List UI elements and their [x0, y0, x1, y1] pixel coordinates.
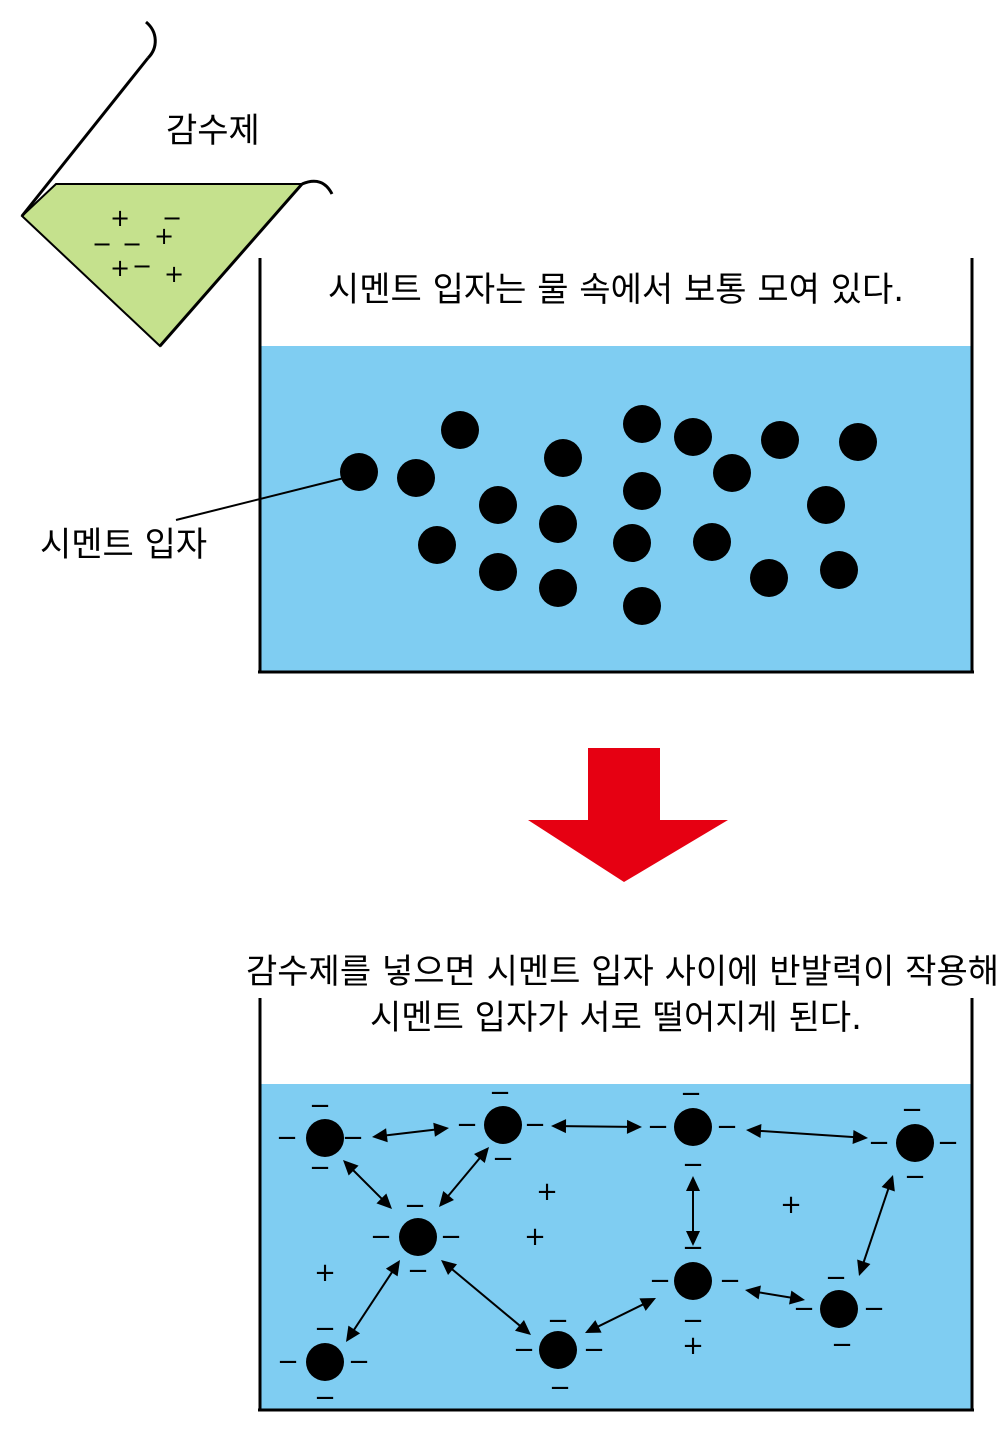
minus-sign: − [524, 1110, 546, 1140]
container-before [258, 258, 974, 672]
cement-particle [544, 439, 582, 477]
cement-particle [397, 459, 435, 497]
minus-sign: − [489, 1078, 511, 1108]
minus-sign: − [309, 1153, 331, 1183]
plus-sign: + [536, 1177, 558, 1207]
minus-sign: − [825, 1263, 847, 1293]
cement-particle-charged [674, 1262, 712, 1300]
plus-sign: + [314, 1258, 336, 1288]
minus-sign: − [513, 1335, 535, 1365]
minus-sign: − [583, 1335, 605, 1365]
minus-sign: − [492, 1144, 514, 1174]
minus-sign: − [793, 1294, 815, 1324]
minus-sign: − [370, 1222, 392, 1252]
minus-sign: − [456, 1110, 478, 1140]
cement-particle [713, 454, 751, 492]
beaker-label: 감수제 [166, 114, 260, 148]
cement-particle [613, 524, 651, 562]
cement-particle [539, 569, 577, 607]
minus-sign: − [863, 1294, 885, 1324]
cement-particle [340, 453, 378, 491]
minus-sign: − [649, 1266, 671, 1296]
cement-particle [623, 587, 661, 625]
minus-sign: − [716, 1112, 738, 1142]
minus-sign: − [682, 1150, 704, 1180]
caption-after-line1: 감수제를 넣으면 시멘트 입자 사이에 반발력이 작용해서 [246, 950, 986, 994]
minus-sign: − [348, 1347, 370, 1377]
water-before [260, 346, 972, 672]
minus-sign: − [314, 1314, 336, 1344]
cement-particle [623, 472, 661, 510]
minus-sign: − [547, 1306, 569, 1336]
minus-sign: − [342, 1123, 364, 1153]
cement-particle [674, 418, 712, 456]
cement-particle [820, 551, 858, 589]
cement-particle [807, 486, 845, 524]
minus-sign: − [937, 1128, 959, 1158]
minus-sign: − [132, 252, 152, 280]
minus-sign: − [647, 1112, 669, 1142]
minus-sign: − [309, 1091, 331, 1121]
caption-after-line2: 시멘트 입자가 서로 떨어지게 된다. [246, 996, 986, 1040]
minus-sign: − [904, 1162, 926, 1192]
plus-sign: + [780, 1190, 802, 1220]
plus-sign: + [110, 204, 130, 232]
cement-particle-charged [484, 1106, 522, 1144]
container-after: −−−−−−−−−−−−−−−−−−−−−−−−−−−−−−−−−−−−++++… [258, 998, 974, 1413]
beaker-hook [146, 22, 155, 58]
cement-particle [839, 423, 877, 461]
plus-sign: + [164, 260, 184, 288]
cement-particle-charged [896, 1124, 934, 1162]
cement-particle-charged [820, 1290, 858, 1328]
minus-sign: − [868, 1128, 890, 1158]
plus-sign: + [110, 254, 130, 282]
beaker-spout [302, 181, 332, 194]
cement-particle [418, 526, 456, 564]
down-arrow [528, 748, 728, 882]
cement-particle [623, 405, 661, 443]
caption-before: 시멘트 입자는 물 속에서 보통 모여 있다. [260, 268, 972, 312]
minus-sign: − [680, 1079, 702, 1109]
minus-sign: − [549, 1373, 571, 1403]
cement-particle [441, 411, 479, 449]
minus-sign: − [719, 1266, 741, 1296]
particle-label: 시멘트 입자 [40, 528, 207, 562]
minus-sign: − [407, 1256, 429, 1286]
cement-particle-charged [399, 1218, 437, 1256]
cement-particle-charged [539, 1331, 577, 1369]
cement-particle [750, 559, 788, 597]
minus-sign: − [276, 1123, 298, 1153]
cement-particle [761, 421, 799, 459]
minus-sign: − [277, 1347, 299, 1377]
cement-particle [479, 486, 517, 524]
minus-sign: − [682, 1233, 704, 1263]
cement-particle-charged [306, 1119, 344, 1157]
cement-particle [693, 523, 731, 561]
plus-sign: + [524, 1222, 546, 1252]
cement-particle-charged [306, 1343, 344, 1381]
cement-particle-charged [674, 1108, 712, 1146]
minus-sign: − [314, 1383, 336, 1413]
minus-sign: − [901, 1095, 923, 1125]
minus-sign: − [404, 1191, 426, 1221]
cement-particle [539, 505, 577, 543]
minus-sign: − [831, 1330, 853, 1360]
plus-sign: + [154, 222, 174, 250]
plus-sign: + [682, 1331, 704, 1361]
cement-particle [479, 553, 517, 591]
minus-sign: − [440, 1222, 462, 1252]
